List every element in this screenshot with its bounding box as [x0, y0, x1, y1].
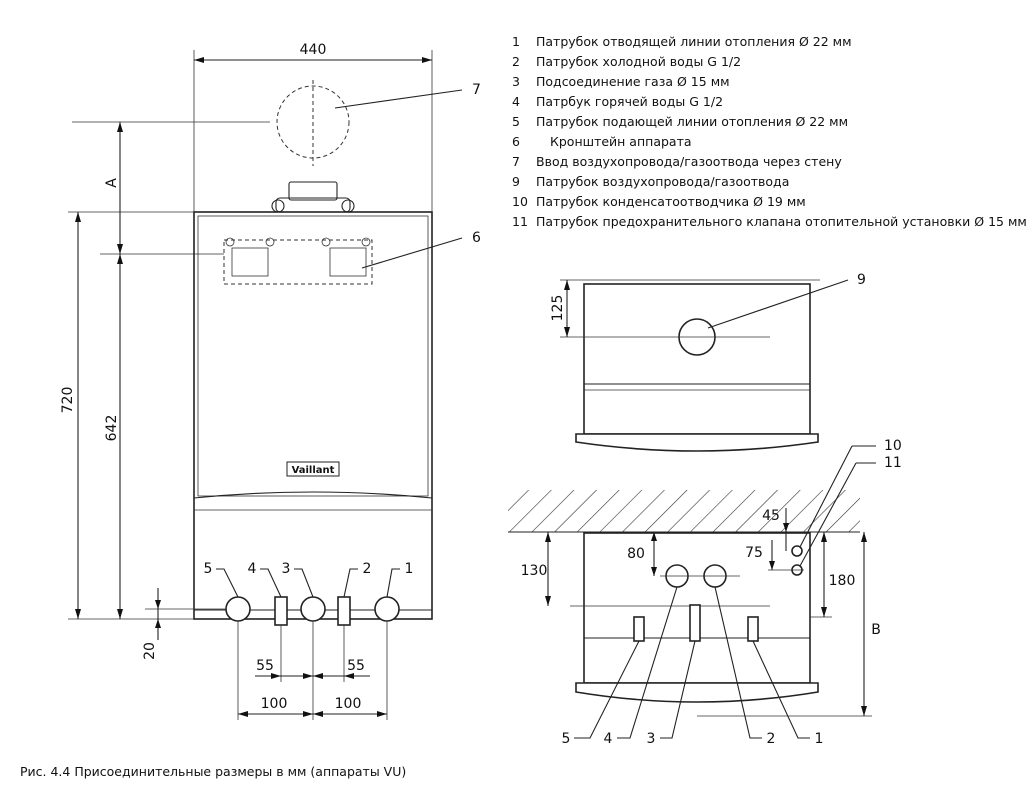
dim-80: 80 — [627, 546, 645, 562]
dim-spacing-55-right: 55 — [347, 658, 365, 674]
top-view-body — [583, 283, 811, 435]
callout-6: 6 — [472, 230, 481, 246]
boiler-body — [193, 211, 433, 620]
bottom-pipe-label-3: 3 — [647, 731, 656, 747]
brand-plate — [286, 461, 340, 477]
front-pipe-label-2: 2 — [363, 561, 372, 577]
dim-130: 130 — [521, 563, 548, 579]
front-view: Vaillant 440 A 720 — [60, 42, 481, 720]
mounting-bracket — [223, 239, 373, 285]
bottom-pipe-label-5: 5 — [562, 731, 571, 747]
wall-hatch — [508, 490, 860, 532]
dimension-drawing: Vaillant 440 A 720 — [60, 42, 902, 747]
callout-10: 10 — [884, 438, 902, 454]
dim-180: 180 — [829, 573, 856, 589]
front-pipe-label-1: 1 — [405, 561, 414, 577]
dim-b: B — [871, 622, 881, 638]
bottom-view: 130 80 45 75 180 B 10 11 — [508, 438, 902, 747]
condensate-outlet — [791, 545, 803, 557]
pipe-heating-return — [374, 596, 400, 622]
callout-7: 7 — [472, 82, 481, 98]
front-pipe-label-4: 4 — [248, 561, 257, 577]
dim-width-440: 440 — [300, 42, 327, 58]
callout-9: 9 — [857, 272, 866, 288]
flue-collar — [288, 181, 338, 201]
figure-caption: Рис. 4.4 Присоединительные размеры в мм … — [20, 764, 407, 779]
pipe-heating-flow — [225, 596, 251, 622]
bottom-pipe-label-1: 1 — [815, 731, 824, 747]
dim-height-720: 720 — [60, 387, 76, 414]
front-pipe-label-5: 5 — [204, 561, 213, 577]
dim-height-642: 642 — [104, 415, 120, 442]
pipe-gas — [300, 596, 326, 622]
dim-offset-20: 20 — [142, 642, 158, 660]
bottom-pipe-label-4: 4 — [604, 731, 613, 747]
bottom-pipe-label-2: 2 — [767, 731, 776, 747]
top-view: 125 9 — [550, 272, 866, 452]
dim-spacing-100-right: 100 — [335, 696, 362, 712]
pipe-hot-water — [274, 596, 288, 626]
dim-flue-125: 125 — [550, 295, 566, 322]
brand-name: Vaillant — [292, 465, 335, 476]
dim-spacing-100-left: 100 — [261, 696, 288, 712]
dim-spacing-55-left: 55 — [256, 658, 274, 674]
dim-75: 75 — [745, 545, 763, 561]
dim-45: 45 — [762, 508, 780, 524]
front-pipe-label-3: 3 — [282, 561, 291, 577]
callout-11: 11 — [884, 455, 902, 471]
pipe-cold-water — [337, 596, 351, 626]
dim-a: A — [104, 178, 120, 188]
